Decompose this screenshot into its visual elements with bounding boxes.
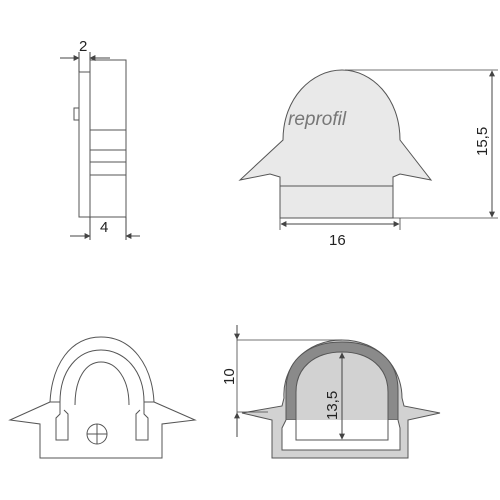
side-view [60,52,140,240]
section-dim-inner-label: 13,5 [324,391,341,420]
end-cap-outline [238,69,433,219]
profile-section-view [234,325,441,459]
reprofil-logo: reprofil [288,109,347,130]
front-dim-height-label: 15,5 [474,127,491,156]
front-dim-width-label: 16 [329,232,346,249]
side-dim-top-label: 2 [79,38,87,55]
cap-section-view [8,336,197,459]
section-dim-outer-label: 10 [221,368,238,385]
front-view [238,69,498,230]
side-dim-bottom-label: 4 [100,219,108,236]
